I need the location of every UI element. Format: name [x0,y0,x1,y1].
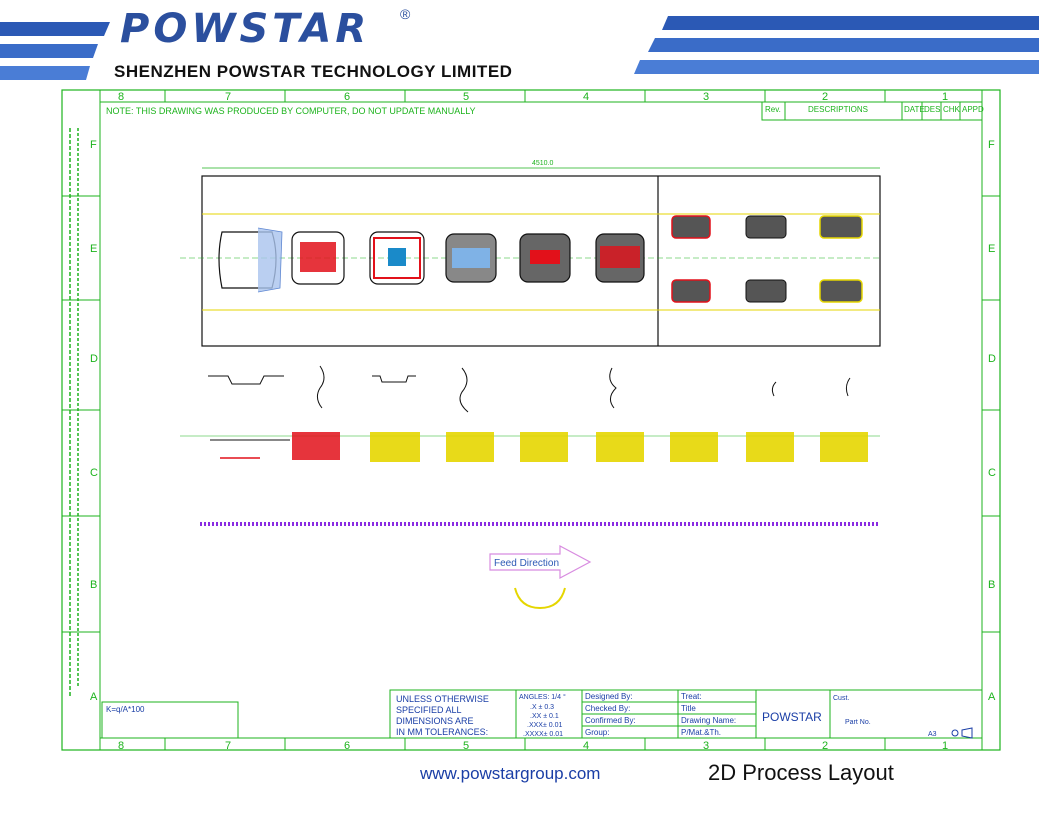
title-label: Title [681,704,696,713]
appd-header: APPD [962,105,984,114]
col-label-bottom-3: 3 [703,740,709,752]
tol-angles: ANGLES: 1/4 ° [519,693,566,701]
station-5 [519,233,571,283]
cust-label: Cust. [833,695,849,702]
formula-box [101,701,239,739]
col-label-top-4: 4 [583,91,589,103]
col-label-top-2: 2 [822,91,828,103]
tol-xxxx: .XXXX± 0.01 [523,731,563,738]
station-6 [595,233,645,283]
formula-text: K=q/A*100 [106,705,145,714]
date-header: DATE [904,105,925,114]
drawing-name-label: Drawing Name: [681,716,736,725]
col-label-bottom-1: 1 [942,740,948,752]
treat-label: Treat: [681,692,702,701]
rev-header: Rev. [765,105,781,114]
station-4 [445,233,497,283]
row-label-left-a: A [90,691,98,703]
feed-direction-label: Feed Direction [494,558,559,569]
group-label: Group: [585,728,609,737]
station-9-pair [819,215,863,303]
row-label-right-d: D [988,353,996,365]
col-label-top-6: 6 [344,91,350,103]
section-profiles [208,365,851,413]
col-label-top-5: 5 [463,91,469,103]
feed-direction-arrow: Feed Direction [489,545,592,579]
row-label-left-c: C [90,467,98,479]
title-block [389,689,983,739]
station-2 [291,231,345,285]
descriptions-header: DESCRIPTIONS [808,105,868,114]
station-7-pair [671,215,711,303]
cad-drawing: 8 7 6 5 4 3 2 1 8 7 6 5 4 3 2 1 F E [61,89,1001,752]
row-label-left-f: F [90,139,97,151]
side-disclaimer-text [69,128,79,698]
col-label-bottom-4: 4 [583,740,589,752]
powstar-logo: POWSTAR [120,6,371,52]
col-label-top-3: 3 [703,91,709,103]
page-title: 2D Process Layout [708,760,894,785]
part-isometric [514,587,566,610]
strip-layout-plan [201,175,881,347]
brand-box-text: POWSTAR [762,710,822,724]
col-label-top-7: 7 [225,91,231,103]
col-label-top-8: 8 [118,91,124,103]
tol-line3: DIMENSIONS ARE [396,716,474,726]
chk-header: CHK [943,105,961,114]
page-header: POWSTAR ® SHENZHEN POWSTAR TECHNOLOGY LI… [0,0,1039,88]
col-label-top-1: 1 [942,91,948,103]
row-label-right-f: F [988,139,995,151]
row-label-right-e: E [988,243,995,255]
tol-xxx: .XXX± 0.01 [527,722,562,729]
process-notes [790,544,910,684]
station-3 [369,231,425,285]
row-label-right-c: C [988,467,996,479]
company-name: SHENZHEN POWSTAR TECHNOLOGY LIMITED [114,62,513,81]
col-label-bottom-5: 5 [463,740,469,752]
outer-border [61,89,1001,751]
side-view-strip [180,432,880,526]
projection-symbol-icon [951,727,973,739]
col-label-bottom-6: 6 [344,740,350,752]
revision-table [761,101,983,121]
row-label-right-a: A [988,691,996,703]
confirmed-by-label: Confirmed By: [585,716,636,725]
tol-x: .X ± 0.3 [530,704,554,711]
drawing-note: NOTE: THIS DRAWING WAS PRODUCED BY COMPU… [106,106,476,116]
col-label-bottom-2: 2 [822,740,828,752]
station-1 [218,227,283,293]
row-label-right-b: B [988,579,995,591]
row-label-left-d: D [90,353,98,365]
inner-border [99,101,983,739]
col-label-bottom-7: 7 [225,740,231,752]
row-label-left-e: E [90,243,97,255]
overall-dimension: 4510.0 [532,160,554,167]
p-mat-th-label: P/Mat.&Th. [681,728,721,737]
checked-by-label: Checked By: [585,704,630,713]
tol-line4: IN MM TOLERANCES: [396,727,488,737]
part-no-label: Part No. [845,719,871,726]
header-stripes [0,16,1039,80]
tol-line2: SPECIFIED ALL [396,705,462,715]
registered-mark: ® [400,6,411,22]
station-8-pair [745,215,787,303]
tol-line1: UNLESS OTHERWISE [396,694,489,704]
des-header: DES [924,105,940,114]
row-label-left-b: B [90,579,97,591]
sheet-size: A3 [928,731,937,738]
website-link[interactable]: www.powstargroup.com [420,764,601,783]
designed-by-label: Designed By: [585,692,633,701]
tol-xx: .XX ± 0.1 [530,713,559,720]
col-label-bottom-8: 8 [118,740,124,752]
